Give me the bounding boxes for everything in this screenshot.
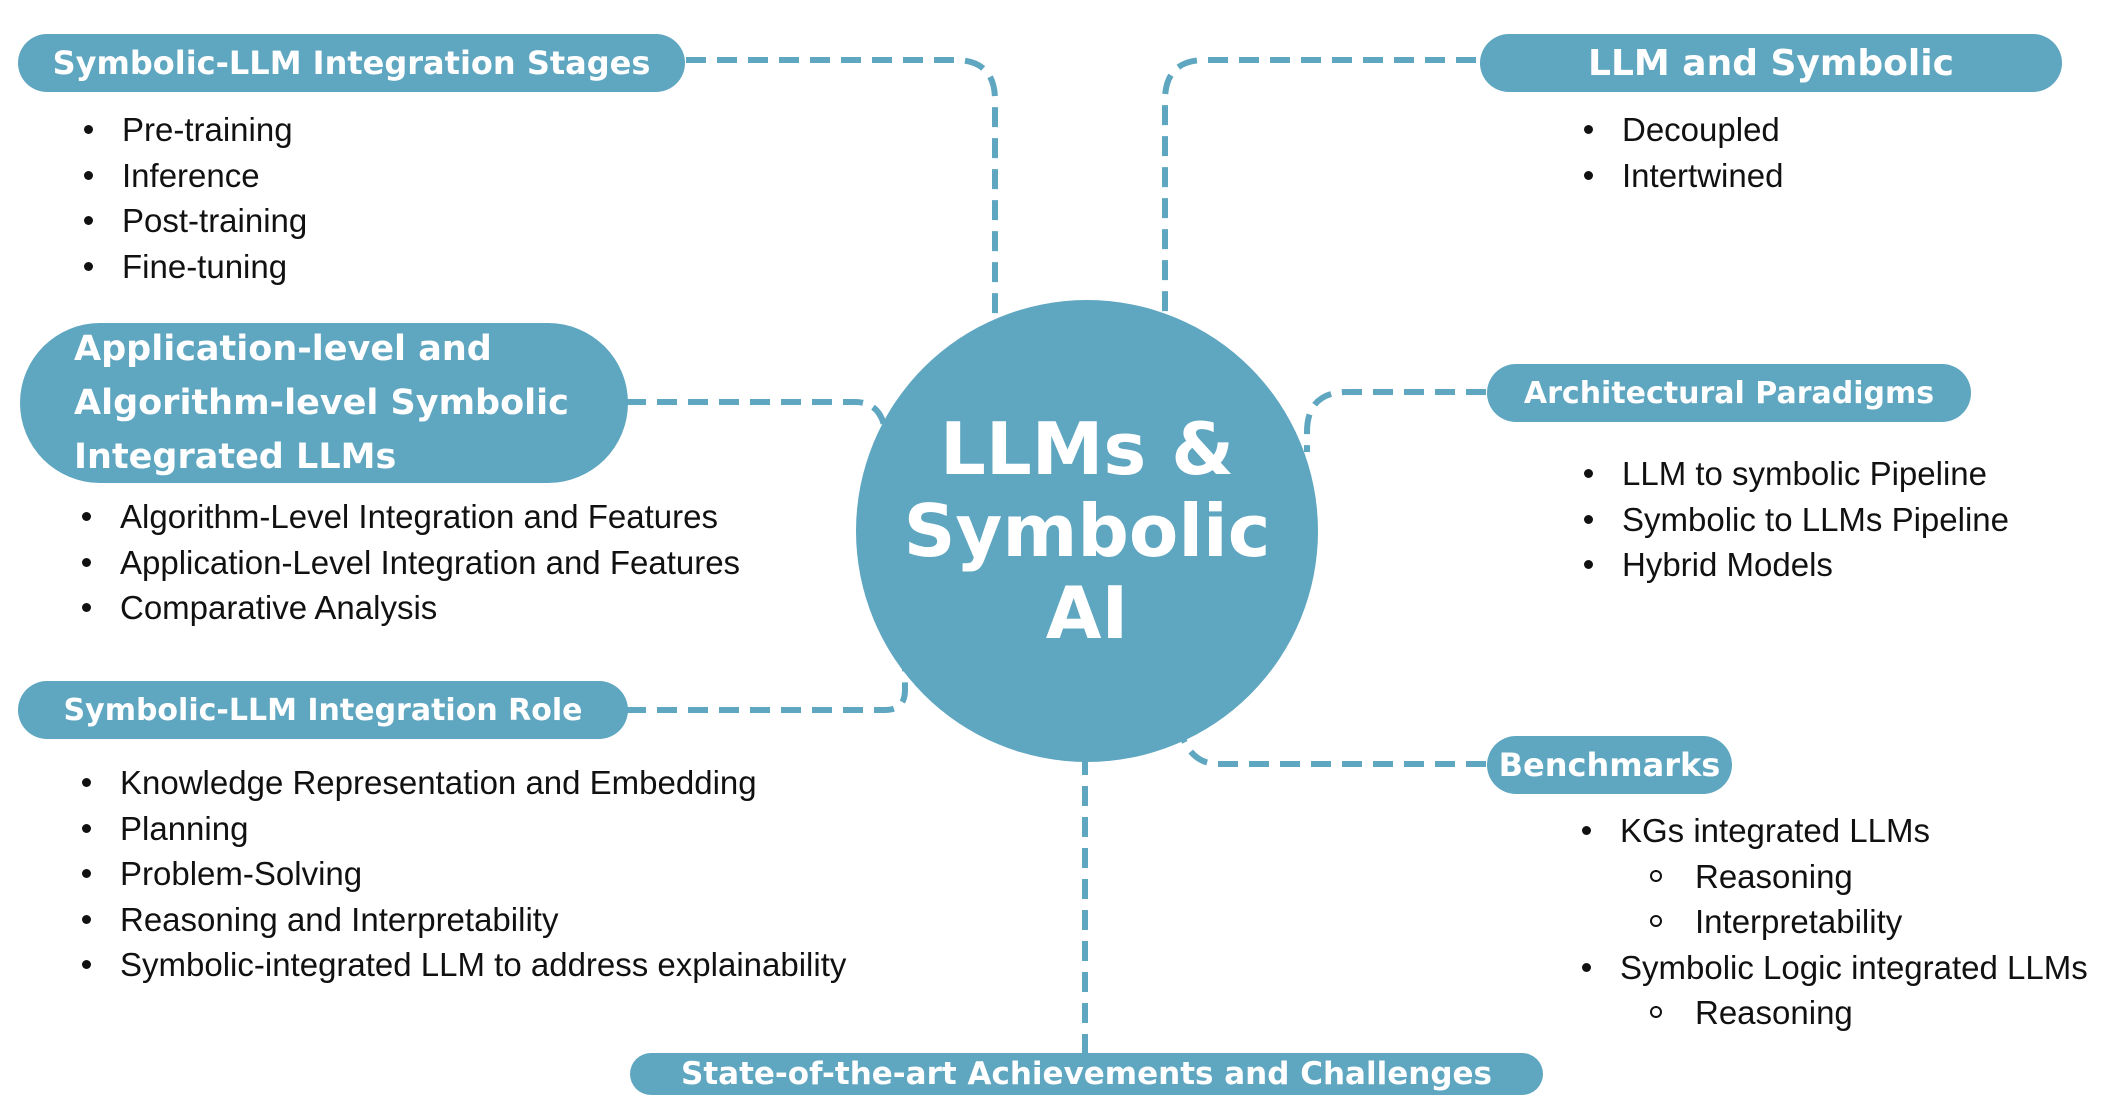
list-item: Fine-tuning	[82, 244, 307, 290]
list-item: Application-Level Integration and Featur…	[80, 540, 740, 586]
list-item: Knowledge Representation and Embedding	[80, 760, 846, 806]
list-item: Pre-training	[82, 107, 307, 153]
integration-role-pill: Symbolic-LLM Integration Role	[18, 681, 628, 739]
benchmarks-label: Benchmarks	[1498, 746, 1721, 784]
application-algorithm-label: Application-level and Algorithm-level Sy…	[74, 329, 569, 477]
hub-title: LLMs & Symbolic AI	[903, 407, 1271, 655]
list-item: Hybrid Models	[1582, 542, 2009, 588]
integration-role-list: Knowledge Representation and Embedding P…	[80, 760, 846, 988]
achievements-pill: State-of-the-art Achievements and Challe…	[630, 1053, 1543, 1095]
llm-and-symbolic-pill: LLM and Symbolic	[1480, 34, 2062, 92]
central-hub: LLMs & Symbolic AI	[856, 300, 1318, 762]
integration-stages-label: Symbolic-LLM Integration Stages	[52, 44, 651, 82]
sub-list-item: Reasoning	[1650, 990, 2088, 1036]
connector-architectural-paradigms	[1304, 389, 1486, 452]
integration-stages-list: Pre-training Inference Post-training Fin…	[82, 107, 307, 289]
integration-stages-pill: Symbolic-LLM Integration Stages	[18, 34, 685, 92]
connector-llm-and-symbolic	[1162, 57, 1476, 318]
connector-benchmarks	[1177, 729, 1486, 767]
connector-integration-stages	[686, 57, 998, 322]
llm-and-symbolic-list: Decoupled Intertwined	[1582, 107, 1783, 198]
sub-list-item: Interpretability	[1650, 899, 2088, 945]
llm-and-symbolic-label: LLM and Symbolic	[1588, 42, 1954, 84]
architectural-paradigms-label: Architectural Paradigms	[1523, 375, 1935, 411]
list-item: Problem-Solving	[80, 851, 846, 897]
application-algorithm-pill: Application-level and Algorithm-level Sy…	[20, 323, 628, 483]
connector-application-algorithm	[626, 399, 887, 426]
integration-role-label: Symbolic-LLM Integration Role	[63, 692, 583, 728]
list-item: Algorithm-Level Integration and Features	[80, 494, 740, 540]
list-item: Symbolic to LLMs Pipeline	[1582, 497, 2009, 543]
list-item: Symbolic Logic integrated LLMs	[1580, 945, 2088, 991]
list-item: Planning	[80, 806, 846, 852]
achievements-label: State-of-the-art Achievements and Challe…	[681, 1056, 1492, 1092]
list-item: Reasoning and Interpretability	[80, 897, 846, 943]
sub-list-item: Reasoning	[1650, 854, 2088, 900]
architectural-paradigms-list: LLM to symbolic Pipeline Symbolic to LLM…	[1582, 451, 2009, 588]
connector-integration-role	[626, 660, 908, 713]
application-algorithm-list: Algorithm-Level Integration and Features…	[80, 494, 740, 631]
list-item: Intertwined	[1582, 153, 1783, 199]
architectural-paradigms-pill: Architectural Paradigms	[1487, 364, 1971, 422]
list-item: LLM to symbolic Pipeline	[1582, 451, 2009, 497]
benchmarks-pill: Benchmarks	[1487, 736, 1732, 794]
list-item: KGs integrated LLMs	[1580, 808, 2088, 854]
list-item: Comparative Analysis	[80, 585, 740, 631]
list-item: Symbolic-integrated LLM to address expla…	[80, 942, 846, 988]
list-item: Post-training	[82, 198, 307, 244]
list-item: Decoupled	[1582, 107, 1783, 153]
list-item: Inference	[82, 153, 307, 199]
benchmarks-list: KGs integrated LLMs Reasoning Interpreta…	[1580, 808, 2088, 1036]
